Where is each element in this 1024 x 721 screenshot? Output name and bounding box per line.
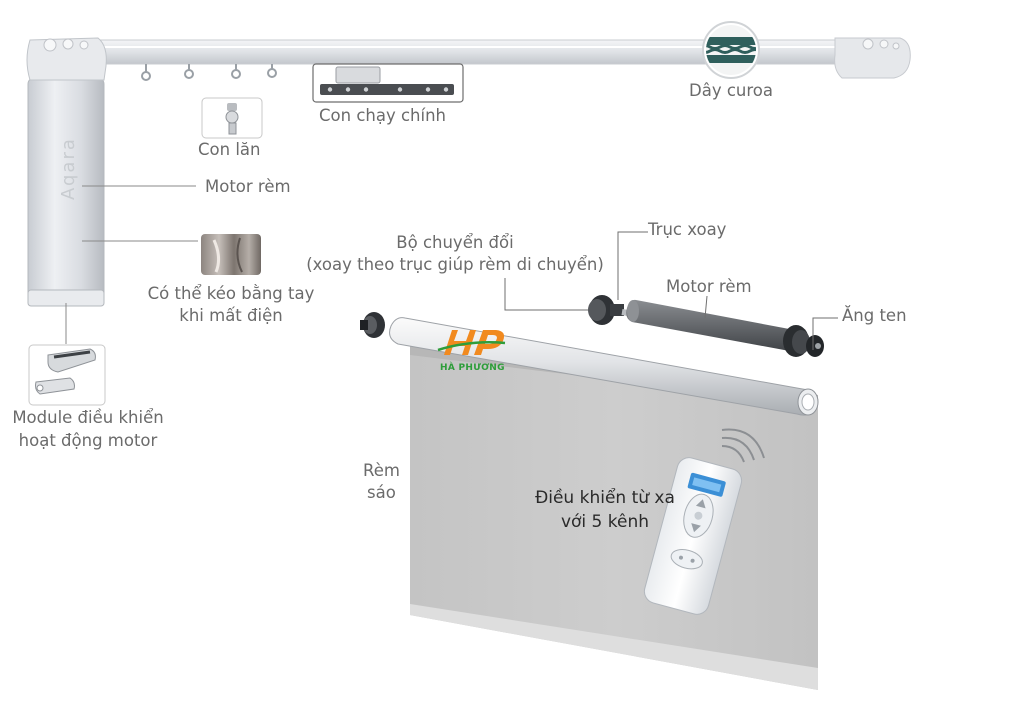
roller-icon xyxy=(201,97,263,139)
tubular-motor xyxy=(588,295,824,357)
leader-lines-left xyxy=(65,185,198,344)
ha-phuong-logo xyxy=(437,330,506,355)
curtain-photo xyxy=(201,234,261,275)
label-remote-line1: Điều khiển từ xa xyxy=(535,488,675,508)
leader-lines-right xyxy=(504,231,838,350)
label-truc-xoay: Trục xoay xyxy=(648,220,727,239)
label-module-line1: Module điều khiển xyxy=(12,408,164,427)
roller-hooks xyxy=(141,64,277,81)
label-module-line2: hoạt động motor xyxy=(18,431,158,450)
logo-name: HÀ PHƯƠNG xyxy=(440,363,505,373)
curtain-track xyxy=(94,37,911,79)
label-rem-sao-line2: sáo xyxy=(367,483,396,502)
svg-text:Aqara: Aqara xyxy=(58,137,79,200)
main-carrier-icon xyxy=(312,63,464,103)
remote-control xyxy=(643,457,743,615)
label-ang-ten: Ăng ten xyxy=(842,306,907,325)
label-bo-chuyen-doi-line2: (xoay theo trục giúp rèm di chuyển) xyxy=(306,255,604,274)
belt-icon xyxy=(702,21,760,79)
label-rem-sao-line1: Rèm xyxy=(363,461,400,480)
label-motor-rem-track: Motor rèm xyxy=(205,177,291,196)
label-con-chay-chinh: Con chạy chính xyxy=(319,106,446,125)
track-motor: Aqara xyxy=(26,37,107,307)
end-cap-left xyxy=(360,312,385,338)
label-keo-tay-line2: khi mất điện xyxy=(179,306,283,325)
roller-blind xyxy=(360,312,819,690)
adapter xyxy=(588,295,624,325)
label-bo-chuyen-doi-line1: Bộ chuyển đổi xyxy=(396,233,514,252)
label-con-lan: Con lăn xyxy=(198,140,261,159)
label-keo-tay-line1: Có thể kéo bằng tay xyxy=(147,284,315,303)
control-module-photo xyxy=(28,344,106,406)
signal-waves-icon xyxy=(721,428,765,463)
label-remote-line2: với 5 kênh xyxy=(560,512,650,532)
label-day-curoa: Dây curoa xyxy=(689,81,773,100)
label-motor-rem-tube: Motor rèm xyxy=(666,277,752,296)
